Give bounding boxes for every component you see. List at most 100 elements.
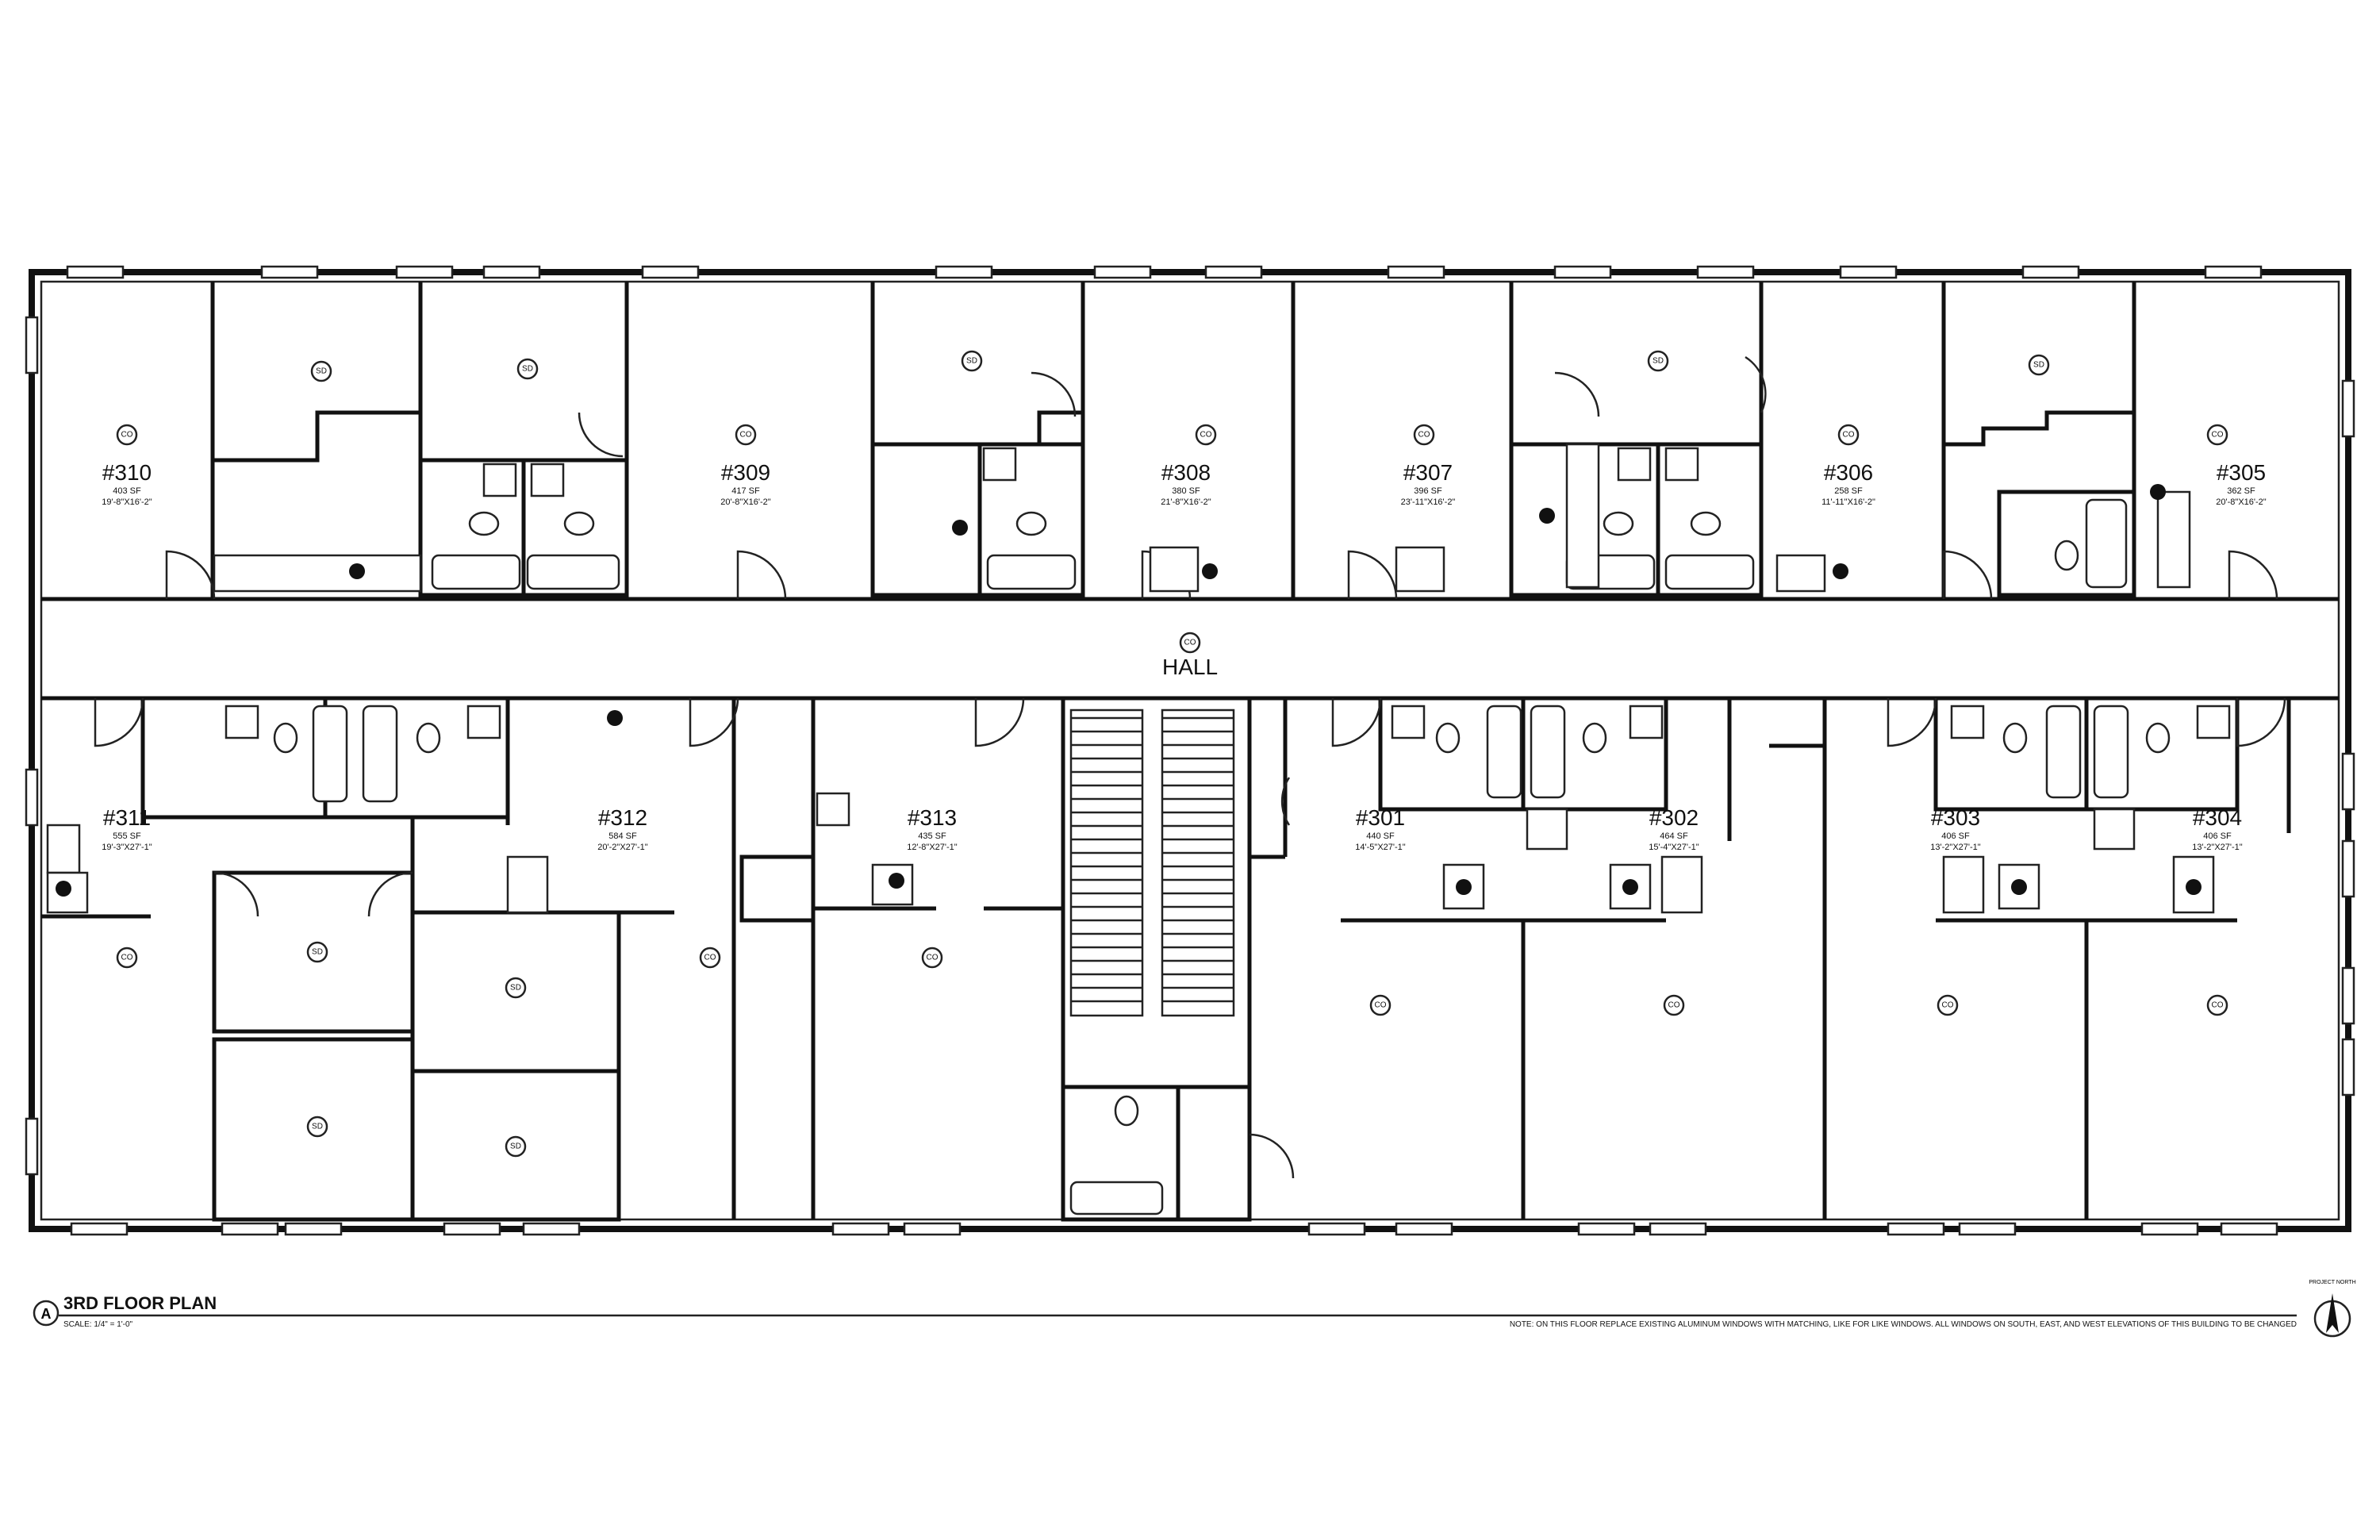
svg-text:406 SF: 406 SF: [2203, 831, 2232, 841]
unit-303: #303 406 SF 13'-2"X27'-1": [1930, 805, 1980, 852]
svg-text:SD: SD: [312, 948, 323, 957]
smoke-detector: SD: [306, 941, 328, 963]
lower-unit-walls: [41, 696, 2291, 1222]
unit-309: #309 417 SF 20'-8"X16'-2": [720, 460, 770, 507]
svg-text:#311: #311: [103, 805, 151, 830]
kitchen-fixtures: [46, 443, 2215, 914]
svg-text:406 SF: 406 SF: [1941, 831, 1970, 841]
svg-text:#303: #303: [1931, 805, 1980, 830]
svg-text:20'-2"X27'-1": 20'-2"X27'-1": [597, 843, 647, 852]
svg-text:CO: CO: [1668, 1001, 1680, 1010]
title-block: A 3RD FLOOR PLAN SCALE: 1/4" = 1'-0" NOT…: [33, 1280, 2356, 1338]
co-detector: CO: [2206, 994, 2228, 1016]
svg-text:396 SF: 396 SF: [1414, 486, 1442, 496]
unit-313: #313 435 SF 12'-8"X27'-1": [907, 805, 957, 852]
svg-text:SD: SD: [1653, 357, 1664, 366]
svg-text:362 SF: 362 SF: [2227, 486, 2255, 496]
svg-text:#308: #308: [1161, 460, 1211, 485]
svg-text:SD: SD: [316, 367, 327, 376]
svg-text:13'-2"X27'-1": 13'-2"X27'-1": [1930, 843, 1980, 852]
co-detector: CO: [735, 424, 757, 446]
co-detector: CO: [116, 424, 138, 446]
north-arrow-icon: PROJECT NORTH: [2309, 1280, 2356, 1338]
co-detector: CO: [921, 947, 943, 969]
svg-text:435 SF: 435 SF: [918, 831, 946, 841]
co-detector: CO: [116, 947, 138, 969]
co-detector: CO: [699, 947, 721, 969]
svg-text:CO: CO: [1375, 1001, 1387, 1010]
svg-text:23'-11"X16'-2": 23'-11"X16'-2": [1401, 497, 1456, 507]
svg-text:19'-8"X16'-2": 19'-8"X16'-2": [102, 497, 152, 507]
svg-text:CO: CO: [704, 954, 716, 962]
smoke-detector: SD: [505, 977, 527, 999]
svg-text:SD: SD: [510, 1143, 521, 1151]
drawing-marker-icon: [33, 1300, 60, 1327]
unit-311: #311 555 SF 19'-3"X27'-1": [102, 805, 152, 852]
unit-306: #306 258 SF 11'-11"X16'-2": [1821, 460, 1875, 507]
unit-312: #312 584 SF 20'-2"X27'-1": [597, 805, 647, 852]
svg-text:CO: CO: [2212, 431, 2224, 440]
svg-text:555 SF: 555 SF: [113, 831, 141, 841]
svg-text:14'-5"X27'-1": 14'-5"X27'-1": [1355, 843, 1405, 852]
detectors: SD SD SD SD SD SD SD SD SD CO CO CO CO C…: [116, 350, 2228, 1158]
svg-text:584 SF: 584 SF: [608, 831, 637, 841]
svg-text:#312: #312: [598, 805, 647, 830]
svg-text:#304: #304: [2193, 805, 2242, 830]
svg-text:CO: CO: [1184, 639, 1196, 647]
svg-text:#301: #301: [1356, 805, 1405, 830]
smoke-detector: SD: [505, 1135, 527, 1158]
svg-text:15'-4"X27'-1": 15'-4"X27'-1": [1649, 843, 1699, 852]
svg-text:SD: SD: [312, 1123, 323, 1131]
svg-text:#302: #302: [1649, 805, 1699, 830]
unit-304: #304 406 SF 13'-2"X27'-1": [2192, 805, 2242, 852]
unit-labels: #310 403 SF 19'-8"X16'-2" #309 417 SF 20…: [102, 460, 2266, 852]
doors: [94, 355, 2286, 1179]
co-detector: CO: [2206, 424, 2228, 446]
svg-text:#310: #310: [102, 460, 152, 485]
svg-text:20'-8"X16'-2": 20'-8"X16'-2": [720, 497, 770, 507]
unit-302: #302 464 SF 15'-4"X27'-1": [1649, 805, 1699, 852]
unit-301: #301 440 SF 14'-5"X27'-1": [1355, 805, 1405, 852]
svg-text:12'-8"X27'-1": 12'-8"X27'-1": [907, 843, 957, 852]
svg-text:#306: #306: [1824, 460, 1873, 485]
svg-text:13'-2"X27'-1": 13'-2"X27'-1": [2192, 843, 2242, 852]
svg-text:#309: #309: [721, 460, 770, 485]
drawing-scale: SCALE: 1/4" = 1'-0": [63, 1320, 133, 1329]
smoke-detector: SD: [310, 360, 332, 382]
bath-fixtures: [225, 447, 2231, 1215]
co-detector: CO: [1937, 994, 1959, 1016]
svg-text:CO: CO: [1200, 431, 1212, 440]
svg-text:CO: CO: [1942, 1001, 1954, 1010]
windows: [25, 265, 2355, 1236]
svg-text:CO: CO: [121, 954, 133, 962]
stair-treads: [1069, 709, 1235, 1017]
drawing-title: 3RD FLOOR PLAN: [63, 1293, 217, 1313]
co-detector: CO: [1663, 994, 1685, 1016]
smoke-detector: SD: [961, 350, 983, 372]
co-detector: CO: [1179, 632, 1201, 654]
svg-text:417 SF: 417 SF: [731, 486, 760, 496]
unit-307: #307 396 SF 23'-11"X16'-2": [1401, 460, 1456, 507]
unit-305: #305 362 SF 20'-8"X16'-2": [2216, 460, 2266, 507]
svg-text:403 SF: 403 SF: [113, 486, 141, 496]
svg-text:CO: CO: [1843, 431, 1855, 440]
smoke-detector: SD: [2028, 354, 2050, 376]
svg-text:#307: #307: [1403, 460, 1453, 485]
smoke-detector: SD: [516, 358, 539, 380]
svg-text:CO: CO: [740, 431, 752, 440]
svg-text:20'-8"X16'-2": 20'-8"X16'-2": [2216, 497, 2266, 507]
svg-text:CO: CO: [927, 954, 939, 962]
hall-label: HALL: [1162, 655, 1218, 679]
smoke-detector: SD: [306, 1116, 328, 1138]
north-label: PROJECT NORTH: [2309, 1280, 2355, 1285]
co-detector: CO: [1195, 424, 1217, 446]
svg-text:#305: #305: [2217, 460, 2266, 485]
co-detector: CO: [1369, 994, 1392, 1016]
svg-text:380 SF: 380 SF: [1172, 486, 1200, 496]
svg-text:11'-11"X16'-2": 11'-11"X16'-2": [1821, 497, 1875, 507]
drawing-note: NOTE: ON THIS FLOOR REPLACE EXISTING ALU…: [1510, 1320, 2297, 1329]
smoke-detector: SD: [1647, 350, 1669, 372]
svg-text:21'-8"X16'-2": 21'-8"X16'-2": [1161, 497, 1211, 507]
drawing-marker: A: [41, 1306, 52, 1322]
